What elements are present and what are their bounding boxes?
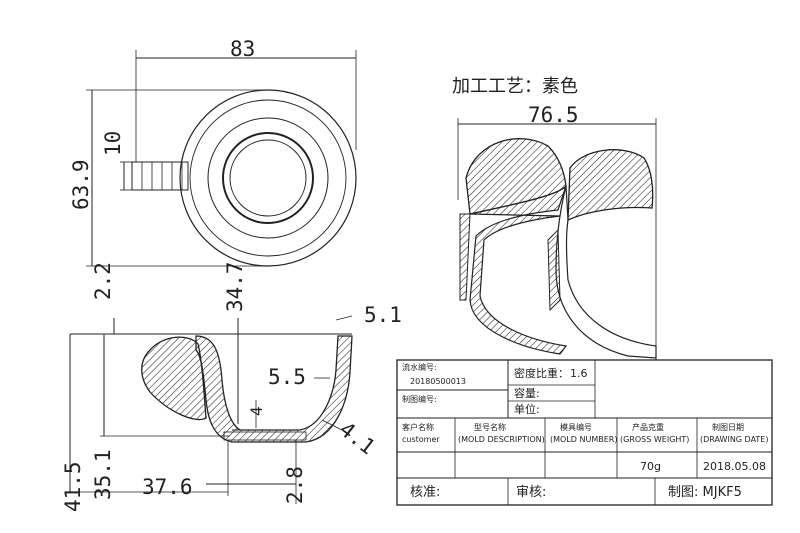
density-label: 密度比重：: [514, 366, 569, 380]
col-mold-en: (MOLD NUMBER): [550, 435, 617, 444]
dim-base-step: 5.5: [268, 365, 306, 389]
col-customer: 客户名称: [402, 422, 434, 432]
process-note: 加工工艺：素色: [452, 76, 578, 97]
date-value: 2018.05.08: [703, 460, 766, 473]
flow-no-label: 流水编号:: [402, 362, 437, 372]
dim-height-total: 63.9: [69, 159, 93, 210]
side-view: [457, 118, 657, 360]
handle-outline: [131, 161, 189, 191]
col-model: 型号名称: [474, 422, 506, 432]
dim-overall-height: 41.5: [61, 461, 85, 512]
dim-depth: 34.7: [223, 261, 247, 312]
drawn-label: 制图: MJKF5: [668, 485, 742, 500]
section-view: [66, 315, 353, 504]
col-model-en: (MOLD DESCRIPTION): [458, 435, 545, 444]
col-date-en: (DRAWING DATE): [700, 435, 768, 444]
drawing-no-label: 制图编号:: [402, 394, 437, 404]
unit-label: 单位:: [514, 402, 540, 416]
flow-no-value: 20180500013: [410, 377, 466, 386]
review-label: 审核:: [516, 485, 546, 500]
dim-inner-height: 35.1: [91, 449, 115, 500]
dim-top-width: 83: [230, 37, 255, 61]
dim-rim: 5.1: [364, 303, 402, 327]
col-weight-en: (GROSS WEIGHT): [620, 435, 689, 444]
dim-small-step: 4: [247, 406, 266, 416]
dim-base-width: 37.6: [142, 475, 193, 499]
title-block: [396, 359, 773, 506]
density-value: 1.6: [570, 367, 588, 380]
dim-handle: 10: [101, 131, 125, 156]
col-date: 制图日期: [712, 422, 744, 432]
weight-value: 70g: [640, 460, 661, 473]
col-weight: 产品克重: [632, 422, 664, 432]
capacity-label: 容量:: [514, 386, 540, 400]
col-customer-en: customer: [402, 435, 440, 444]
col-mold: 模具编号: [560, 422, 592, 432]
dim-side-width: 76.5: [528, 103, 579, 127]
check-label: 核准:: [410, 485, 440, 500]
dim-wall: 4.1: [335, 417, 380, 459]
dim-thickness-top: 2.2: [91, 262, 115, 300]
dim-base-thickness: 2.8: [283, 466, 307, 504]
top-view: [86, 50, 357, 267]
